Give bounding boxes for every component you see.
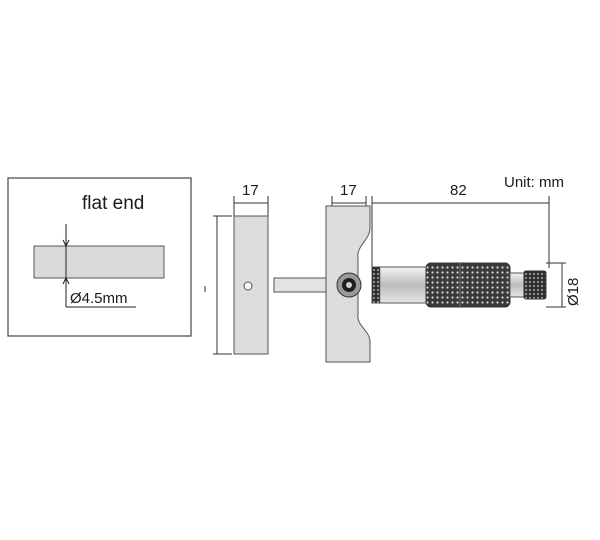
head-thickness-label: 17 bbox=[340, 182, 357, 199]
detail-view: flat end Ø4.5mm bbox=[7, 177, 192, 337]
base-thickness-label: 17 bbox=[242, 182, 259, 199]
barrel-length-label: 82 bbox=[450, 182, 467, 199]
base-side-view: 17 bbox=[204, 182, 269, 355]
measuring-rod bbox=[273, 277, 333, 293]
base-hole bbox=[243, 281, 253, 291]
unit-label: Unit: mm bbox=[504, 174, 564, 191]
rod-end bbox=[33, 245, 165, 279]
sleeve bbox=[371, 266, 427, 304]
ratchet-stop bbox=[523, 270, 547, 300]
t-base-head: 17 bbox=[325, 182, 371, 363]
sleeve-scale bbox=[371, 266, 381, 304]
detail-frame bbox=[7, 177, 192, 337]
micrometer-head: 82 Unit: mm Ø18 bbox=[371, 174, 582, 308]
thimble bbox=[425, 262, 511, 308]
diameter-label: Ø4.5mm bbox=[70, 290, 128, 307]
ratchet-neck bbox=[509, 272, 525, 298]
thimble-diameter-label: Ø18 bbox=[565, 278, 582, 306]
flat-end-label: flat end bbox=[82, 193, 144, 214]
